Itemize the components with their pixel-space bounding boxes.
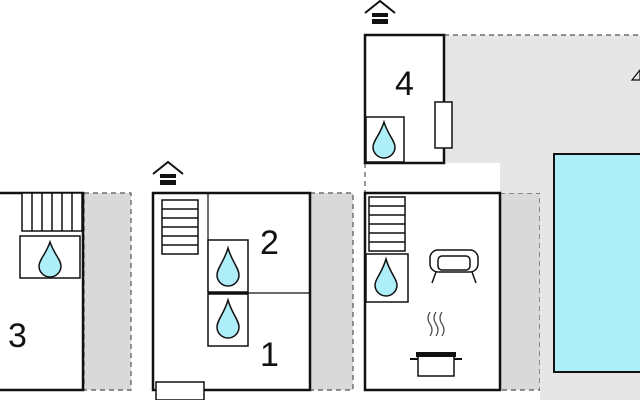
unit-4: 4 xyxy=(363,0,453,165)
terrace-right xyxy=(499,192,541,391)
sofa-icon xyxy=(429,249,479,284)
staircase-icon xyxy=(161,199,199,255)
room-label-3: 3 xyxy=(8,317,27,355)
staircase-icon xyxy=(368,196,406,252)
unit-1-2: 2 1 xyxy=(151,160,312,400)
water-drop-icon xyxy=(374,256,398,297)
terrace-left xyxy=(83,192,132,391)
house-entrance-icon xyxy=(152,160,184,185)
swimming-pool xyxy=(553,153,640,373)
bathroom-3 xyxy=(19,235,81,279)
bathroom-2 xyxy=(207,239,249,293)
water-drop-icon xyxy=(372,119,396,159)
bathroom-1 xyxy=(207,293,249,347)
room-label-1: 1 xyxy=(260,336,279,374)
terrace-middle xyxy=(309,192,354,391)
house-entrance-icon xyxy=(364,0,396,24)
unit-living xyxy=(363,191,502,392)
window-icon xyxy=(155,381,205,400)
north-arrow-icon xyxy=(630,69,640,81)
window-icon xyxy=(434,101,453,149)
unit-3: 3 xyxy=(0,191,85,392)
water-drop-icon xyxy=(38,239,62,278)
room-label-4: 4 xyxy=(395,65,414,103)
cooking-pot-icon xyxy=(410,311,462,377)
staircase-icon xyxy=(21,192,83,232)
pool-terrace-outline xyxy=(364,34,640,193)
water-drop-icon xyxy=(216,297,240,339)
room-label-2: 2 xyxy=(260,224,279,262)
bathroom-4 xyxy=(365,116,405,163)
bathroom-living xyxy=(365,253,409,303)
water-drop-icon xyxy=(216,245,240,287)
